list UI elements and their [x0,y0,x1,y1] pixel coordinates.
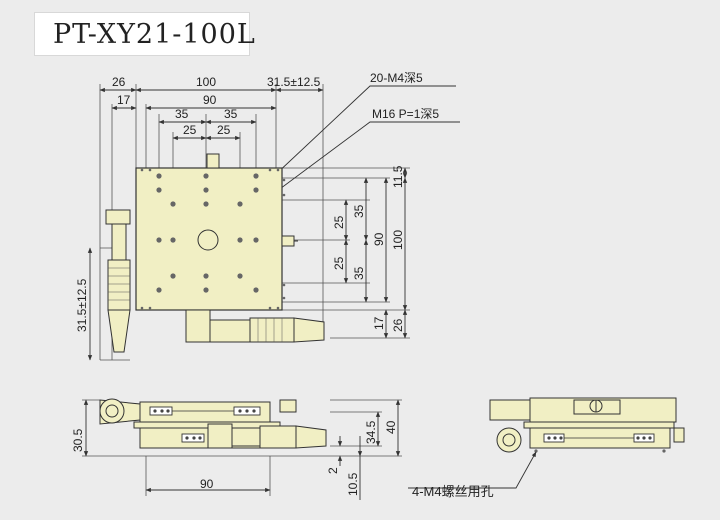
left-micrometer [105,209,131,353]
dim-100-right: 100 [391,230,405,250]
dim-2: 2 [326,467,340,474]
dim-25a-top: 25 [183,123,197,137]
callout-center-thread: M16 P=1深5 [372,107,439,121]
front-middle-plate [133,421,281,429]
drawing-title: PT-XY21-100L [53,19,256,50]
right-knob [281,235,295,247]
dim-26-right: 26 [391,318,405,332]
dim-31-5-left: 31.5±12.5 [75,278,89,332]
dim-17-top: 17 [117,93,131,107]
side-right-knob [673,427,685,443]
callout-tapped-holes: 20-M4深5 [370,71,423,85]
dim-26-top: 26 [112,75,126,89]
tapped-holes [156,173,259,293]
side-middle-plate [523,421,675,429]
dim-100-top: 100 [196,75,216,89]
front-micrometer [259,425,297,449]
dim-17-right: 17 [372,316,386,330]
dim-40: 40 [384,420,398,434]
dim-11-5-right: 11.5 [391,165,405,188]
dim-35b-right: 35 [352,266,366,280]
top-knob [206,153,220,169]
front-view: 30.5 90 34.5 40 2 10.5 [71,398,402,500]
side-knob-inner [502,433,516,447]
dim-90-top: 90 [203,93,217,107]
center-thread-hole [197,229,219,251]
dim-90-front: 90 [200,477,214,491]
side-callout-leader [408,451,537,489]
front-right-knob [279,399,297,413]
dim-34-5: 34.5 [364,420,378,444]
title-box: PT-XY21-100L [34,12,255,56]
side-callout-holes: 4-M4螺丝用孔 [412,484,494,499]
side-view: 4-M4螺丝用孔 [408,397,685,499]
dim-35a-right: 35 [352,204,366,218]
dim-25b-top: 25 [217,123,231,137]
bottom-micrometer [185,309,325,343]
dim-35a-top: 35 [175,107,189,121]
dim-10-5: 10.5 [346,472,360,496]
top-view: 26 100 31.5±12.5 17 90 35 35 25 25 20-M4… [75,71,460,361]
dim-25a-right: 25 [332,215,346,229]
dim-35b-top: 35 [224,107,238,121]
dim-30-5: 30.5 [71,428,85,452]
dim-31-5-top: 31.5±12.5 [267,75,321,89]
side-left-block [489,399,531,421]
front-knob-inner [105,404,119,418]
dim-25b-right: 25 [332,256,346,270]
left-micrometer-ticks [108,267,130,301]
callout-leader-holes [273,85,456,177]
dim-90-right: 90 [372,232,386,246]
